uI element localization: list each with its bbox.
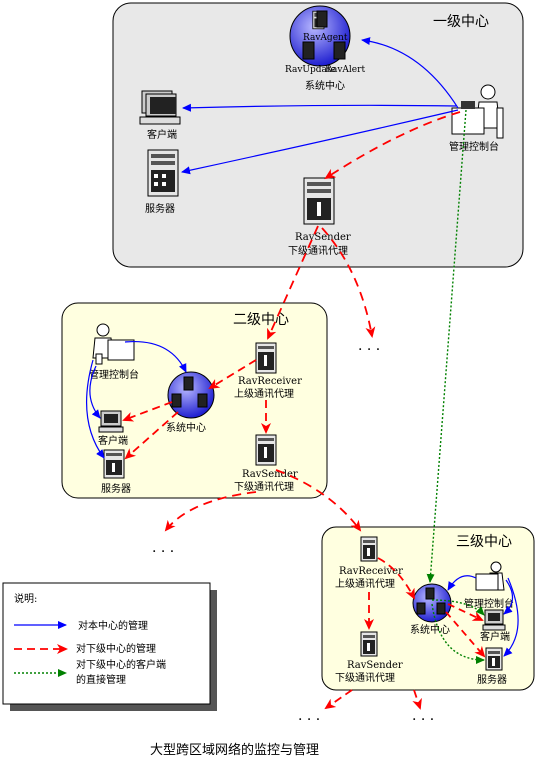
level2-center-label: 系统中心 [166, 421, 206, 434]
level3-title: 三级中心 [456, 534, 512, 550]
legend-item-2: 对下级中心的客户端 [76, 658, 166, 671]
level2-console-label: 管理控制台 [89, 368, 139, 381]
arrow-l2-to-l3 [275, 469, 362, 532]
arrow-l2-center-server [124, 411, 179, 460]
ellipsis-l3a: · · · [298, 712, 320, 728]
level3-sender-label: RavSender [347, 660, 403, 671]
level3-receiver-icon [360, 536, 378, 562]
ellipsis-l3b: · · · [412, 712, 434, 728]
level2-server-icon [103, 449, 125, 479]
level2-receiver-icon [255, 342, 277, 374]
level1-system-center-icon [289, 5, 351, 67]
level1-client-icon [139, 90, 181, 125]
level3-client-label: 客户端 [480, 630, 510, 643]
legend-item-0: 对本中心的管理 [78, 619, 148, 632]
level2-title: 二级中心 [233, 312, 289, 328]
level3-receiver-label: RavReceiver [339, 566, 403, 577]
arrow-l2-console-client [89, 365, 101, 419]
arrow-l3-receiver-center [377, 557, 415, 600]
level3-sender-desc: 下级通讯代理 [335, 672, 395, 684]
arrow-l2-to-other [164, 491, 257, 532]
level1-box [112, 2, 524, 268]
arrow-l1-to-l2 [267, 225, 319, 340]
arrow-l3-console-client [503, 579, 514, 615]
arrow-l3-direct-server [431, 603, 485, 664]
level1-server-label: 服务器 [145, 202, 175, 215]
level2-client-label: 客户端 [98, 434, 128, 447]
level2-sender-label: RavSender [242, 469, 298, 480]
arrow-l3-center-client [447, 603, 484, 621]
arrow-l1-console-server [181, 109, 459, 175]
level3-center-label: 系统中心 [410, 623, 450, 636]
level3-server-label: 服务器 [477, 673, 507, 686]
arrow-l3-console-center [447, 575, 477, 591]
legend-item-1: 对下级中心的管理 [76, 642, 156, 655]
arrow-l2-receiver-center [208, 359, 257, 390]
level2-system-center-icon [167, 371, 215, 419]
level1-console-label: 管理控制台 [449, 140, 499, 153]
arrow-l2-console-center [124, 340, 187, 373]
arrow-l3-center-server [445, 611, 486, 658]
arrow-l3-to-other-a [324, 689, 353, 710]
level1-title: 一级中心 [433, 14, 489, 30]
arrow-l1-direct-l3 [426, 109, 467, 583]
arrow-l1-console-center [361, 37, 459, 109]
legend-item-2b: 的直接管理 [76, 673, 126, 686]
level2-client-icon [98, 410, 124, 433]
level1-agent-label: RavAgent [303, 33, 348, 43]
arrow-l2-console-server [85, 359, 105, 459]
level1-client-label: 客户端 [147, 128, 177, 141]
arrow-l1-to-other [321, 227, 376, 338]
arrow-l1-console-sender [324, 111, 461, 180]
level2-server-label: 服务器 [101, 482, 131, 495]
level1-update-label: RavUpdate [285, 65, 336, 75]
level1-server-icon [147, 149, 179, 197]
level3-client-icon [482, 609, 506, 631]
arrow-l2-center-client [122, 401, 173, 422]
level2-sender-icon [255, 434, 277, 466]
level3-console-icon [475, 561, 505, 591]
arrow-l3-direct-client [431, 599, 485, 616]
arrow-l1-console-client [182, 103, 457, 112]
level1-center-label: 系统中心 [305, 79, 345, 92]
legend-title: 说明: [14, 592, 37, 605]
ellipsis-l1: · · · [358, 342, 380, 358]
level1-alert-label: RavAlert [325, 65, 365, 75]
level2-sender-desc: 下级通讯代理 [234, 481, 294, 493]
level3-console-label: 管理控制台 [464, 597, 514, 610]
arrow-l3-console-server [503, 577, 519, 657]
level3-system-center-icon [412, 583, 452, 623]
legend: 说明: 对本中心的管理 对下级中心的管理 对下级中心的客户端 的直接管理 [2, 582, 217, 711]
caption: 大型跨区域网络的监控与管理 [150, 742, 319, 758]
arrow-l3-to-other-b [412, 689, 422, 710]
level1-sender-label: RavSender [295, 232, 351, 243]
level2-console-icon [92, 323, 135, 365]
legend-box [2, 582, 211, 705]
level3-receiver-desc: 上级通讯代理 [335, 578, 395, 590]
level2-receiver-desc: 上级通讯代理 [234, 388, 294, 400]
level2-receiver-label: RavReceiver [238, 376, 302, 387]
level1-sender-icon [303, 177, 335, 225]
level3-server-icon [485, 647, 503, 671]
level3-sender-icon [360, 631, 378, 657]
ellipsis-l2: · · · [152, 544, 174, 560]
level1-sender-desc: 下级通讯代理 [288, 245, 348, 257]
